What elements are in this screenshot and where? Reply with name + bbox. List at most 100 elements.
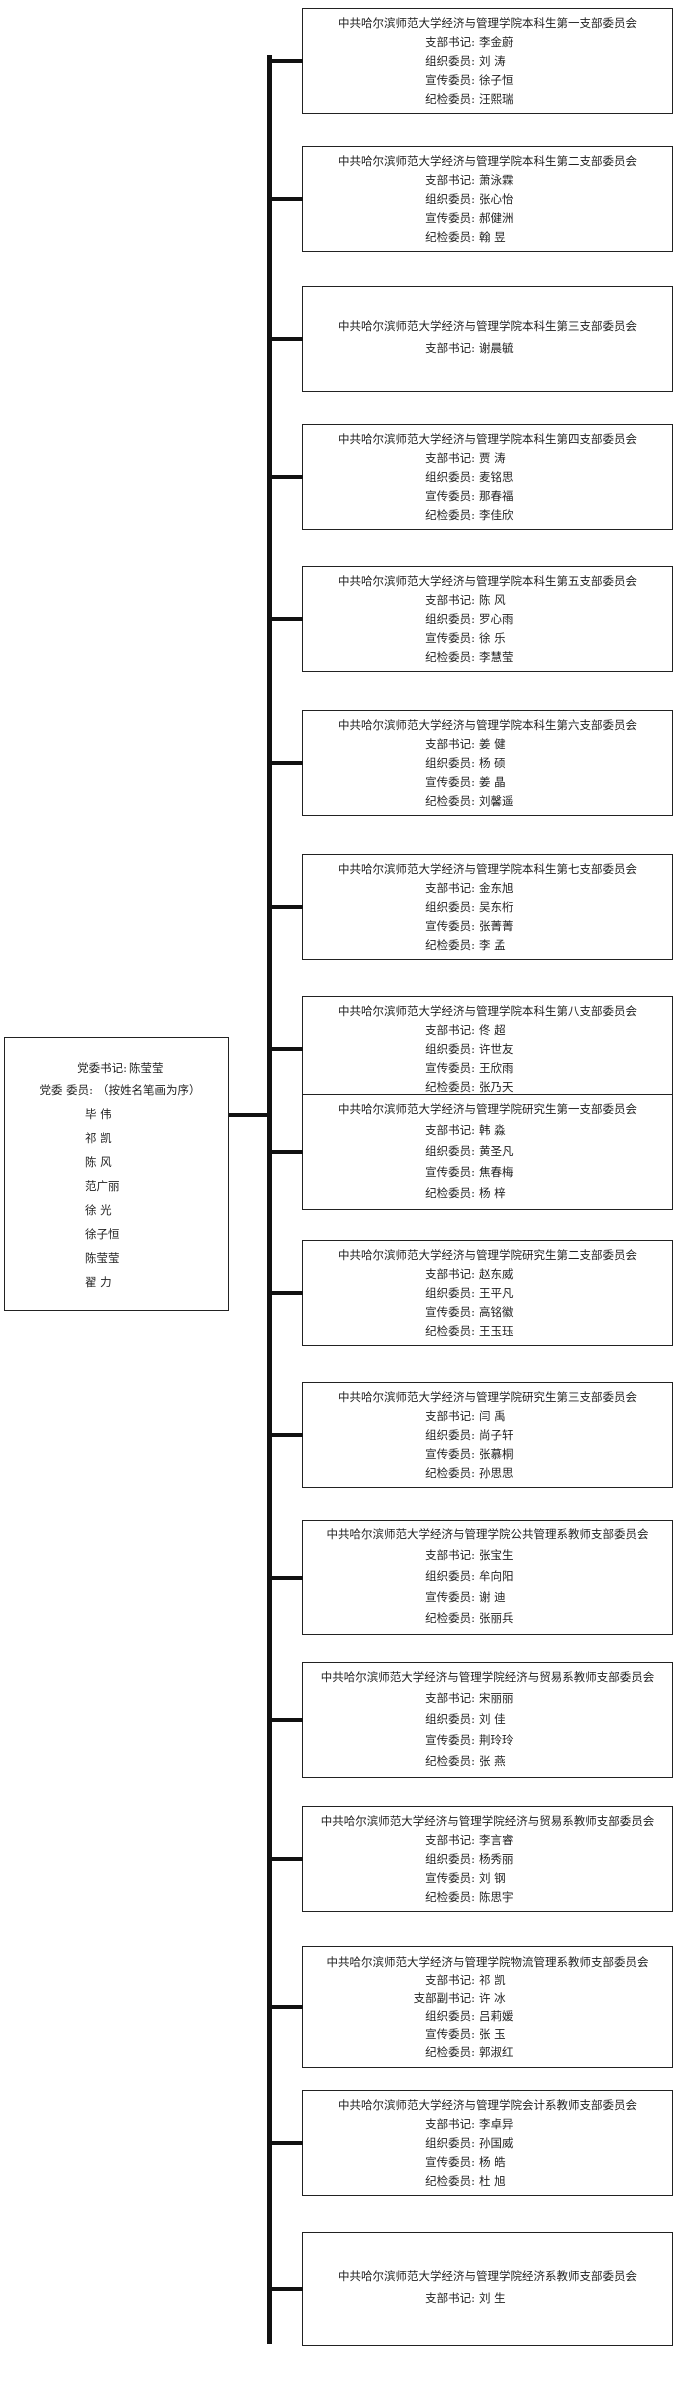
branch-member-name: 许世友 [479, 1042, 514, 1056]
branch-title: 中共哈尔滨师范大学经济与管理学院经济与贸易系教师支部委员会 [320, 1814, 655, 1828]
branch-role-label: 支部书记: [425, 593, 475, 607]
branch-connector [267, 1857, 303, 1861]
branch-member-name: 罗心雨 [479, 612, 514, 626]
branch-member-name: 尚子轩 [479, 1428, 514, 1442]
branch-role-label: 支部书记: [425, 2291, 475, 2305]
branch-role-label: 宣传委员: [425, 1447, 475, 1461]
branch-member-name: 郝健洲 [479, 211, 514, 225]
branch-committee-box: 中共哈尔滨师范大学经济与管理学院会计系教师支部委员会支部书记:李卓异组织委员:孙… [302, 2090, 673, 2196]
branch-committee-box: 中共哈尔滨师范大学经济与管理学院本科生第一支部委员会支部书记:李金蔚组织委员:刘… [302, 8, 673, 114]
branch-title: 中共哈尔滨师范大学经济与管理学院本科生第八支部委员会 [338, 1004, 637, 1018]
main-trunk-line [267, 55, 272, 2344]
branch-member-name: 张 燕 [479, 1754, 506, 1768]
branch-member-name: 张乃天 [479, 1080, 514, 1094]
branch-role-label: 纪检委员: [425, 92, 475, 106]
branch-title: 中共哈尔滨师范大学经济与管理学院本科生第六支部委员会 [338, 718, 637, 732]
branch-connector [267, 2141, 303, 2145]
branch-title: 中共哈尔滨师范大学经济与管理学院物流管理系教师支部委员会 [326, 1955, 649, 1969]
branch-title: 中共哈尔滨师范大学经济与管理学院研究生第三支部委员会 [338, 1390, 637, 1404]
branch-committee-box: 中共哈尔滨师范大学经济与管理学院经济系教师支部委员会支部书记:刘 生 [302, 2232, 673, 2346]
branch-role-label: 纪检委员: [425, 1890, 475, 1904]
branch-connector [267, 1291, 303, 1295]
branch-role-label: 组织委员: [425, 470, 475, 484]
branch-member-name: 杨秀丽 [479, 1852, 514, 1866]
branch-role-label: 宣传委员: [425, 919, 475, 933]
branch-role-label: 组织委员: [425, 1286, 475, 1300]
branch-member-name: 刘馨遥 [479, 794, 514, 808]
branch-title: 中共哈尔滨师范大学经济与管理学院会计系教师支部委员会 [338, 2098, 637, 2112]
branch-role-label: 组织委员: [425, 612, 475, 626]
branch-role-label: 组织委员: [425, 900, 475, 914]
branch-role-label: 宣传委员: [425, 211, 475, 225]
branch-connector [267, 2287, 303, 2291]
branch-role-label: 组织委员: [425, 1712, 475, 1726]
branch-role-label: 支部书记: [425, 1123, 475, 1137]
party-committee-box: 党委书记: 陈莹莹 党委 委员: （按姓名笔画为序） 毕 伟祁 凯陈 风范广丽徐… [4, 1037, 229, 1311]
branch-member-name: 荆玲玲 [479, 1733, 514, 1747]
branch-role-label: 支部书记: [425, 1023, 475, 1037]
branch-role-label: 支部书记: [425, 2117, 475, 2131]
branch-member-name: 刘 涛 [479, 54, 506, 68]
branch-connector [267, 1433, 303, 1437]
branch-committee-box: 中共哈尔滨师范大学经济与管理学院研究生第一支部委员会支部书记:韩 淼组织委员:黄… [302, 1094, 673, 1210]
branch-committee-box: 中共哈尔滨师范大学经济与管理学院经济与贸易系教师支部委员会支部书记:李言睿组织委… [302, 1806, 673, 1912]
branch-connector [267, 1576, 303, 1580]
branch-role-label: 纪检委员: [425, 1754, 475, 1768]
branch-member-name: 陈思宇 [479, 1890, 514, 1904]
branch-role-label: 宣传委员: [425, 1165, 475, 1179]
branch-member-name: 翰 昱 [479, 230, 506, 244]
branch-role-label: 组织委员: [425, 1569, 475, 1583]
branch-committee-box: 中共哈尔滨师范大学经济与管理学院本科生第八支部委员会支部书记:佟 超组织委员:许… [302, 996, 673, 1102]
branch-role-label: 支部书记: [425, 451, 475, 465]
branch-role-label: 纪检委员: [425, 1080, 475, 1094]
branch-committee-box: 中共哈尔滨师范大学经济与管理学院研究生第二支部委员会支部书记:赵东威组织委员:王… [302, 1240, 673, 1346]
branch-committee-box: 中共哈尔滨师范大学经济与管理学院本科生第五支部委员会支部书记: 陈 风组织委员: 罗… [302, 566, 673, 672]
branch-title: 中共哈尔滨师范大学经济与管理学院经济系教师支部委员会 [338, 2269, 637, 2283]
branch-role-label: 支部书记: [425, 1691, 475, 1705]
branch-title: 中共哈尔滨师范大学经济与管理学院本科生第一支部委员会 [338, 16, 637, 30]
branch-member-name: 张菁菁 [479, 919, 514, 933]
branch-committee-box: 中共哈尔滨师范大学经济与管理学院本科生第四支部委员会支部书记:贾 涛组织委员:麦… [302, 424, 673, 530]
branch-role-label: 支部书记: [425, 881, 475, 895]
branch-member-name: 陈 风 [479, 593, 506, 607]
branch-role-label: 纪检委员: [425, 2174, 475, 2188]
branch-title: 中共哈尔滨师范大学经济与管理学院研究生第一支部委员会 [338, 1102, 637, 1116]
branch-title: 中共哈尔滨师范大学经济与管理学院本科生第四支部委员会 [338, 432, 637, 446]
branch-member-name: 汪熙瑞 [479, 92, 514, 106]
branch-member-name: 闫 禹 [479, 1409, 506, 1423]
branch-connector [267, 197, 303, 201]
branch-connector [267, 1047, 303, 1051]
branch-role-label: 支部书记: [425, 1973, 475, 1987]
branch-committee-box: 中共哈尔滨师范大学经济与管理学院经济与贸易系教师支部委员会支部书记:宋丽丽组织委… [302, 1662, 673, 1778]
branch-member-name: 谢 迪 [479, 1590, 506, 1604]
branch-member-name: 祁 凯 [479, 1973, 506, 1987]
branch-member-name: 李金蔚 [479, 35, 514, 49]
branch-member-name: 姜 晶 [479, 775, 506, 789]
branch-member-name: 李慧莹 [479, 650, 514, 664]
branch-title: 中共哈尔滨师范大学经济与管理学院本科生第二支部委员会 [338, 154, 637, 168]
branch-committee-box: 中共哈尔滨师范大学经济与管理学院公共管理系教师支部委员会支部书记:张宝生组织委员… [302, 1520, 673, 1635]
branch-member-name: 高铭徽 [479, 1305, 514, 1319]
branch-role-label: 纪检委员: [425, 1611, 475, 1625]
branch-role-label: 支部书记: [425, 1409, 475, 1423]
branch-role-label: 支部副书记: [413, 1991, 475, 2005]
branch-member-name: 张丽兵 [479, 1611, 514, 1625]
branch-title: 中共哈尔滨师范大学经济与管理学院本科生第五支部委员会 [338, 574, 637, 588]
branch-member-name: 吴东桁 [479, 900, 514, 914]
committee-member-name: 徐子恒 [85, 1227, 120, 1241]
branch-role-label: 宣传委员: [425, 73, 475, 87]
branch-member-name: 吕莉媛 [479, 2009, 514, 2023]
branch-role-label: 纪检委员: [425, 230, 475, 244]
branch-member-name: 焦春梅 [479, 1165, 514, 1179]
branch-committee-box: 中共哈尔滨师范大学经济与管理学院研究生第三支部委员会支部书记:闫 禹组织委员:尚… [302, 1382, 673, 1488]
branch-role-label: 组织委员: [425, 1852, 475, 1866]
branch-title: 中共哈尔滨师范大学经济与管理学院本科生第三支部委员会 [338, 319, 637, 333]
branch-member-name: 那春福 [479, 489, 514, 503]
branch-role-label: 纪检委员: [425, 650, 475, 664]
branch-member-name: 麦铭思 [479, 470, 514, 484]
branch-role-label: 支部书记: [425, 341, 475, 355]
branch-member-name: 李卓异 [479, 2117, 514, 2131]
branch-connector [267, 2005, 303, 2009]
branch-member-name: 张宝生 [479, 1548, 514, 1562]
branch-member-name: 宋丽丽 [479, 1691, 514, 1705]
